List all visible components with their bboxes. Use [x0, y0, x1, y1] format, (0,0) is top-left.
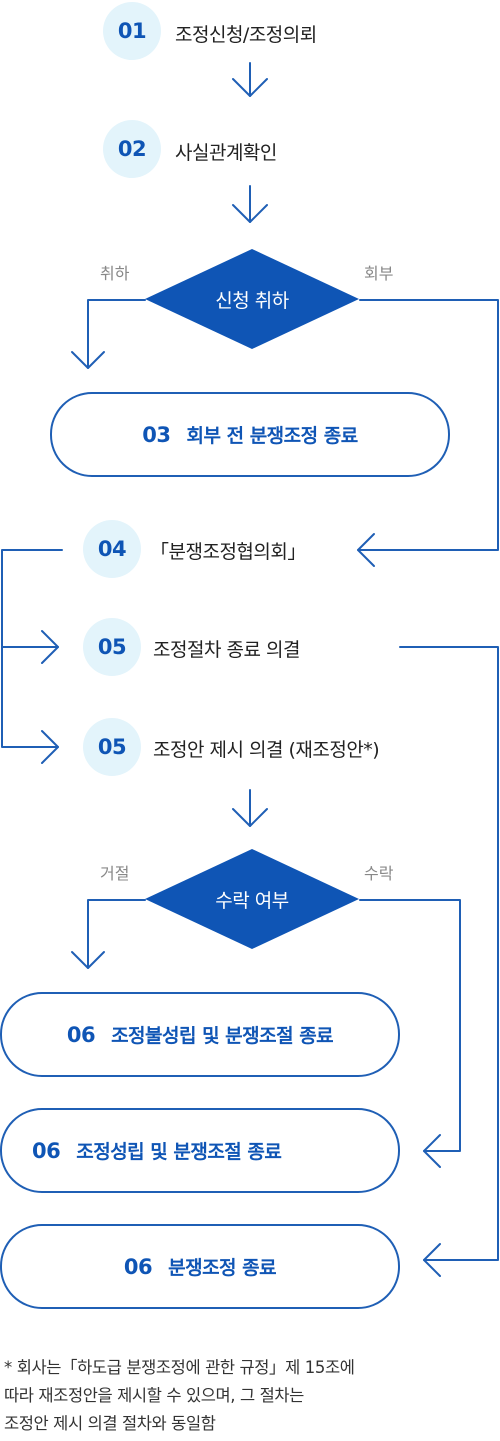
accept-branch-line	[359, 899, 461, 1168]
arrow-down-icon	[232, 789, 268, 827]
branch-label-refer: 회부	[364, 264, 394, 283]
footnote-line: * 회사는「하도급 분쟁조정에 관한 규정」제 15조에	[4, 1358, 355, 1377]
arrow-down-icon	[232, 62, 268, 97]
step-label-fact-check: 사실관계확인	[175, 142, 277, 164]
outcome-number: 06	[66, 1022, 96, 1047]
branch-label-accept: 수락	[364, 864, 394, 883]
step-number-badge: 05	[83, 618, 141, 676]
outcome-number: 03	[142, 422, 171, 447]
step-number-badge: 04	[83, 520, 141, 578]
arrow-down-icon	[232, 185, 268, 223]
outcome-dispute-end: 06 분쟁조정 종료	[0, 1224, 400, 1309]
council-branch-line	[1, 549, 63, 764]
step-number-badge: 02	[103, 120, 161, 178]
step-number-badge: 01	[103, 2, 161, 60]
refer-branch-line	[357, 299, 499, 567]
outcome-mediation-failed: 06 조정불성립 및 분쟁조절 종료	[0, 992, 400, 1077]
outcome-number: 06	[123, 1254, 153, 1279]
footnote-line: 따라 재조정안을 제시할 수 있으며, 그 절차는	[4, 1386, 304, 1405]
outcome-pre-referral-end: 03 회부 전 분쟁조정 종료	[50, 392, 450, 477]
outcome-label: 조정불성립 및 분쟁조절 종료	[111, 1025, 334, 1047]
step-number-badge: 05	[83, 718, 141, 776]
outcome-label: 분쟁조정 종료	[168, 1257, 277, 1279]
footnote: * 회사는「하도급 분쟁조정에 관한 규정」제 15조에 따라 재조정안을 제시…	[4, 1354, 496, 1438]
decision-label-accept: 수락 여부	[215, 890, 289, 912]
decision-diamond-withdraw	[145, 249, 359, 349]
footnote-line: 조정안 제시 의결 절차와 동일함	[4, 1414, 216, 1433]
branch-label-withdraw: 취하	[100, 264, 130, 283]
decision-diamond-accept	[145, 849, 359, 949]
branch-label-reject: 거절	[100, 864, 130, 883]
outcome-label: 조정성립 및 분쟁조절 종료	[76, 1141, 282, 1163]
withdraw-branch-line	[71, 299, 146, 369]
outcome-mediation-success: 06 조정성립 및 분쟁조절 종료	[0, 1108, 400, 1193]
outcome-label: 회부 전 분쟁조정 종료	[186, 425, 359, 447]
step-label-council: 「분쟁조정협의회」	[150, 541, 306, 563]
outcome-number: 06	[32, 1138, 61, 1163]
step-label-termination-resolution: 조정절차 종료 의결	[153, 639, 300, 661]
reject-branch-line	[71, 899, 146, 969]
termination-branch-line	[399, 646, 499, 1277]
step-label-application: 조정신청/조정의뢰	[175, 24, 317, 46]
decision-label-withdraw: 신청 취하	[215, 290, 289, 312]
step-label-proposal-resolution: 조정안 제시 의결 (재조정안*)	[153, 739, 380, 761]
